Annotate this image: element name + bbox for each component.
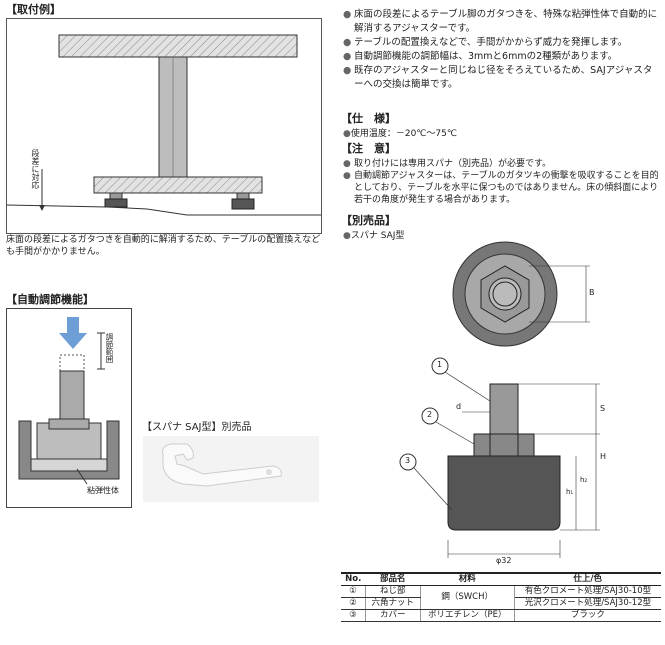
spec-temp: ●使用温度：－20℃～75℃ [343,129,457,139]
wrench-title: 【スパナ SAJ型】別売品 [142,422,252,433]
technical-drawing: 1 2 3 d B S H h₁ h₂ φ32 [390,236,660,566]
dim-B: B [589,288,595,297]
callout-2: 2 [427,410,433,419]
col-no: No. [341,572,366,586]
table-row: ② 六角ナット 光沢クロメート処理/SAJ30-12型 [341,597,661,610]
parts-table: No. 部品名 材料 仕上/色 ① ねじ部 鋼（SWCH） 有色クロメート処理/… [341,572,661,622]
note-item: ●取り付けには専用スパナ（別売品）が必要です。 [343,159,552,169]
dim-h1: h₁ [566,488,574,496]
auto-illustration: 調節範囲 粘弾性体 [6,308,132,508]
note-item: ●自動調節アジャスターは、テーブルのガタツキの衝撃を吸収することを目的としており… [343,171,659,205]
mount-illustration: 段差に対応 [6,18,322,234]
feature-list: ●床面の段差によるテーブル脚のガタつきを、特殊な粘弾性体で自動的に解消するアジャ… [343,8,661,92]
auto-header: 【自動調節機能】 [6,293,94,306]
wrench-photo [143,436,319,502]
separate-header: 【別売品】 [341,214,396,227]
table-row: ③ カバー ポリエチレン（PE） ブラック [341,609,661,622]
dim-d: d [456,402,462,411]
feature-item: ●既存のアジャスターと同じねじ径をそろえているため、SAJアジャスターへの交換は… [343,65,653,90]
feature-item: ●自動調節機能の調節幅は、3mmと6mmの2種類があります。 [343,51,618,62]
dim-H: H [600,452,607,461]
viscoelastic-label: 粘弾性体 [87,486,119,495]
shared-material: 鋼（SWCH） [420,585,515,610]
mount-caption: 床面の段差によるガタつきを自動的に解消するため、テーブルの配置換えなども手間がか… [6,235,321,257]
callout-3: 3 [405,456,411,465]
col-finish: 仕上/色 [514,572,661,586]
callout-1: 1 [437,360,443,369]
col-part: 部品名 [365,572,421,586]
col-material: 材料 [420,572,515,586]
dim-S: S [600,404,606,413]
notes-header: 【注 意】 [341,142,396,155]
notes-list: ●取り付けには専用スパナ（別売品）が必要です。 ●自動調節アジャスターは、テーブ… [343,158,661,206]
floor-step-label: 段差に対応 [31,149,40,189]
dim-h2: h₂ [580,476,588,484]
table-row: ① ねじ部 鋼（SWCH） 有色クロメート処理/SAJ30-10型 [341,585,661,610]
mount-header: 【取付例】 [6,3,61,16]
dim-diameter: φ32 [496,556,512,565]
feature-item: ●床面の段差によるテーブル脚のガタつきを、特殊な粘弾性体で自動的に解消するアジャ… [343,9,658,34]
separate-item: ●スパナ SAJ型 [343,231,405,241]
range-label: 調節範囲 [105,333,114,363]
feature-item: ●テーブルの配置換えなどで、手間がかからず威力を発揮します。 [343,37,628,48]
spec-header: 【仕 様】 [341,112,396,125]
